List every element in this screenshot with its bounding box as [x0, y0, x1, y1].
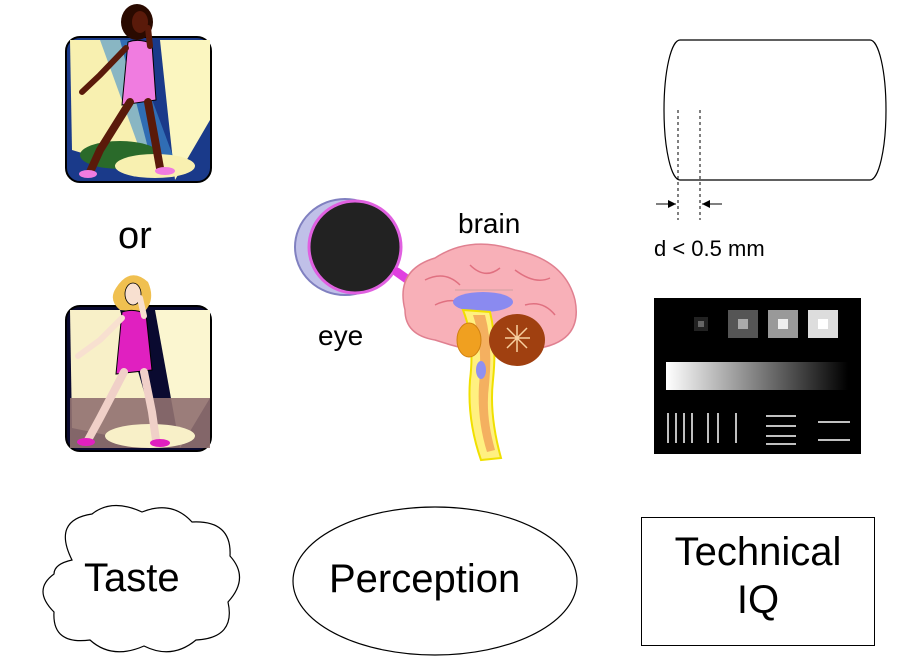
taste-cloud: Taste	[32, 500, 247, 660]
or-label: or	[118, 215, 152, 257]
eye-label: eye	[318, 320, 364, 351]
eye-icon	[294, 198, 430, 297]
woman-dark-dress-icon	[60, 0, 215, 185]
technical-iq-box: Technical IQ	[641, 517, 875, 646]
dimension-label: d < 0.5 mm	[654, 236, 765, 261]
brain-label: brain	[458, 208, 521, 239]
eye-brain-illustration	[285, 190, 585, 465]
brain-icon	[402, 243, 577, 462]
perception-label: Perception	[329, 557, 521, 601]
iq-label: IQ	[736, 578, 780, 622]
technical-label: Technical	[674, 530, 842, 574]
perception-ellipse: Perception	[292, 505, 578, 657]
test-pattern-icon	[654, 298, 861, 454]
woman-blonde-dress-icon	[60, 268, 215, 458]
taste-label: Taste	[84, 556, 180, 600]
cylinder-icon	[640, 30, 910, 220]
